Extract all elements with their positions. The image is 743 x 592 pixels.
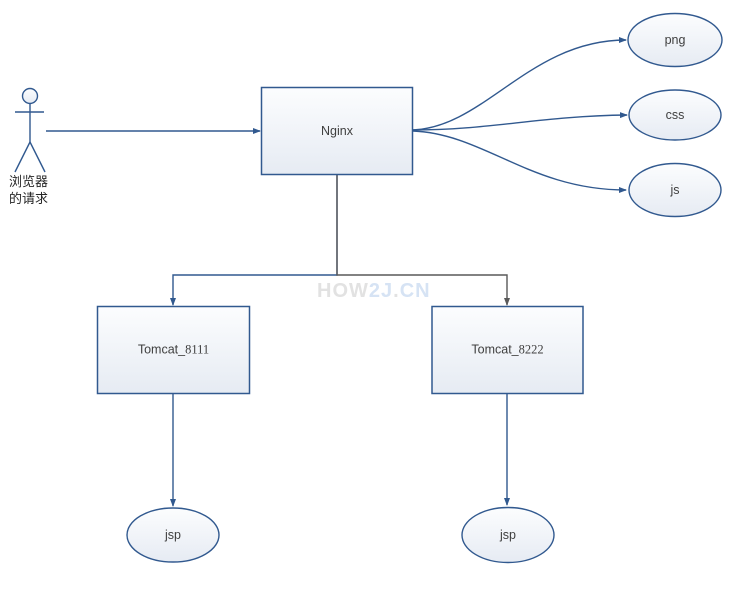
actor-label: 浏览器 的请求: [9, 173, 48, 207]
watermark-part-2: 2J: [368, 280, 394, 302]
node-nginx-label: Nginx: [321, 124, 353, 138]
node-tomcat2-box: [431, 305, 584, 395]
node-jsp2-ellipse: [461, 506, 555, 564]
node-jsp2-label: jsp: [500, 528, 516, 542]
watermark-part-1: HOW: [317, 280, 369, 302]
node-jsp1-label: jsp: [165, 528, 181, 542]
node-png-label: png: [664, 33, 686, 47]
edge-nginx-to-js: [412, 130, 627, 193]
node-css-ellipse: [628, 89, 722, 141]
node-tomcat2-label: Tomcat_8222: [471, 343, 543, 358]
actor-label-line2: 的请求: [9, 191, 49, 206]
edge-nginx-to-css: [412, 112, 628, 131]
watermark-part-4: CN: [399, 280, 431, 302]
node-jsp1-ellipse: [126, 507, 220, 563]
node-tomcat1-box: [96, 305, 251, 395]
edge-nginx-to-png: [412, 37, 627, 131]
node-tomcat1-label: Tomcat_8111: [138, 343, 209, 358]
node-css-label: css: [665, 108, 685, 122]
edge-nginx-to-tomcat2: [336, 175, 510, 306]
watermark: HOW2J.CN: [317, 280, 431, 303]
actor-label-line1: 浏览器: [9, 174, 49, 189]
edge-nginx-to-tomcat1: [170, 175, 338, 306]
node-js-label: js: [670, 183, 680, 197]
node-nginx-box: [260, 86, 414, 176]
node-tomcat2-label-number: 8222: [518, 342, 544, 357]
node-png-ellipse: [627, 12, 723, 68]
node-js-ellipse: [628, 162, 722, 218]
node-tomcat1-label-prefix: Tomcat_: [137, 342, 186, 357]
node-tomcat2-label-prefix: Tomcat_: [471, 342, 519, 357]
actor-figure-icon: [14, 87, 46, 173]
node-tomcat1-label-number: 8111: [185, 342, 210, 357]
watermark-part-3: .: [393, 280, 400, 302]
